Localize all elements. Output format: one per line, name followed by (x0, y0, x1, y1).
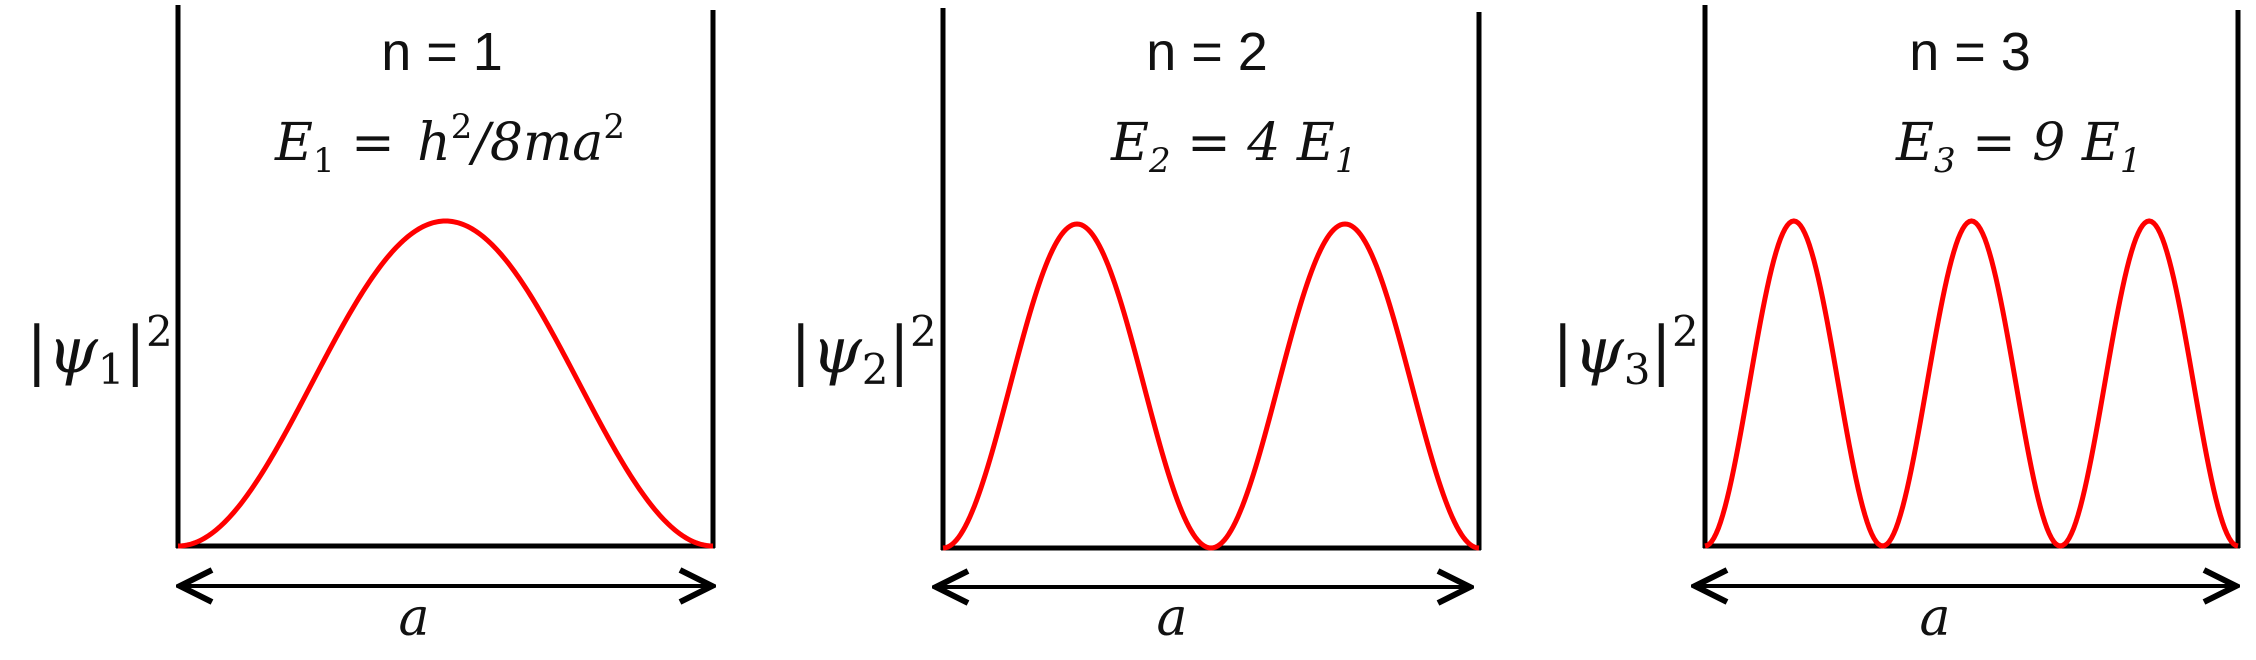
quantum-number-label: n = 1 (381, 22, 503, 82)
energy-formula: E2 = 4 E1 (1110, 113, 1356, 181)
energy-symbol: E (1110, 113, 1149, 173)
width-label: a (398, 588, 429, 648)
psi-subscript: 2 (862, 345, 889, 394)
panel-n2: a n = 2 E2 = 4 E1 |ψ2|2 (790, 8, 1482, 648)
energy-equals: = 4 (1171, 113, 1297, 173)
psi-right-bar: | (888, 314, 910, 388)
energy-subscript: 2 (1148, 141, 1171, 181)
psi-right-bar: | (124, 314, 146, 388)
probability-density-curve (177, 218, 714, 549)
energy-subscript: 1 (313, 141, 335, 181)
energy-formula: E1 = h2/8ma2 (274, 107, 625, 181)
psi-right-bar: | (1650, 314, 1672, 388)
width-label: a (1919, 588, 1950, 648)
psi-left-bar: | (790, 314, 812, 388)
psi-symbol: ψ (812, 314, 863, 388)
psi-symbol: ψ (1574, 314, 1625, 388)
probability-density-curve (942, 221, 1480, 551)
planck-symbol: h (417, 113, 451, 173)
psi-subscript: 3 (1624, 345, 1651, 394)
quantum-number-label: n = 3 (1909, 22, 2031, 82)
energy-symbol: E (1895, 113, 1934, 173)
psi-symbol: ψ (48, 314, 99, 388)
panel-n3: a n = 3 E3 = 9 E1 |ψ3|2 (1552, 5, 2241, 648)
panel-n1: a n = 1 E1 = h2/8ma2 |ψ1|2 (26, 5, 715, 648)
psi-left-bar: | (26, 314, 48, 388)
psi-exponent: 2 (146, 307, 173, 356)
reference-energy-subscript: 1 (1335, 141, 1357, 181)
psi-subscript: 1 (98, 345, 125, 394)
reference-energy-symbol: E (2081, 113, 2120, 173)
psi-label: |ψ1|2 (26, 307, 173, 394)
psi-left-bar: | (1552, 314, 1574, 388)
psi-label: |ψ2|2 (790, 307, 937, 394)
energy-formula: E3 = 9 E1 (1895, 113, 2141, 181)
denominator-exponent: 2 (603, 107, 625, 147)
psi-exponent: 2 (910, 307, 937, 356)
denominator: /8ma (467, 113, 603, 173)
energy-equals: = (335, 113, 412, 173)
probability-density-curve (1704, 218, 2239, 549)
energy-symbol: E (274, 113, 313, 173)
energy-subscript: 3 (1934, 141, 1956, 181)
planck-exponent: 2 (451, 107, 473, 147)
quantum-number-label: n = 2 (1146, 22, 1268, 82)
psi-exponent: 2 (1672, 307, 1699, 356)
width-label: a (1156, 588, 1187, 648)
energy-equals: = 9 (1956, 113, 2082, 173)
psi-label: |ψ3|2 (1552, 307, 1699, 394)
reference-energy-subscript: 1 (2120, 141, 2142, 181)
reference-energy-symbol: E (1296, 113, 1335, 173)
